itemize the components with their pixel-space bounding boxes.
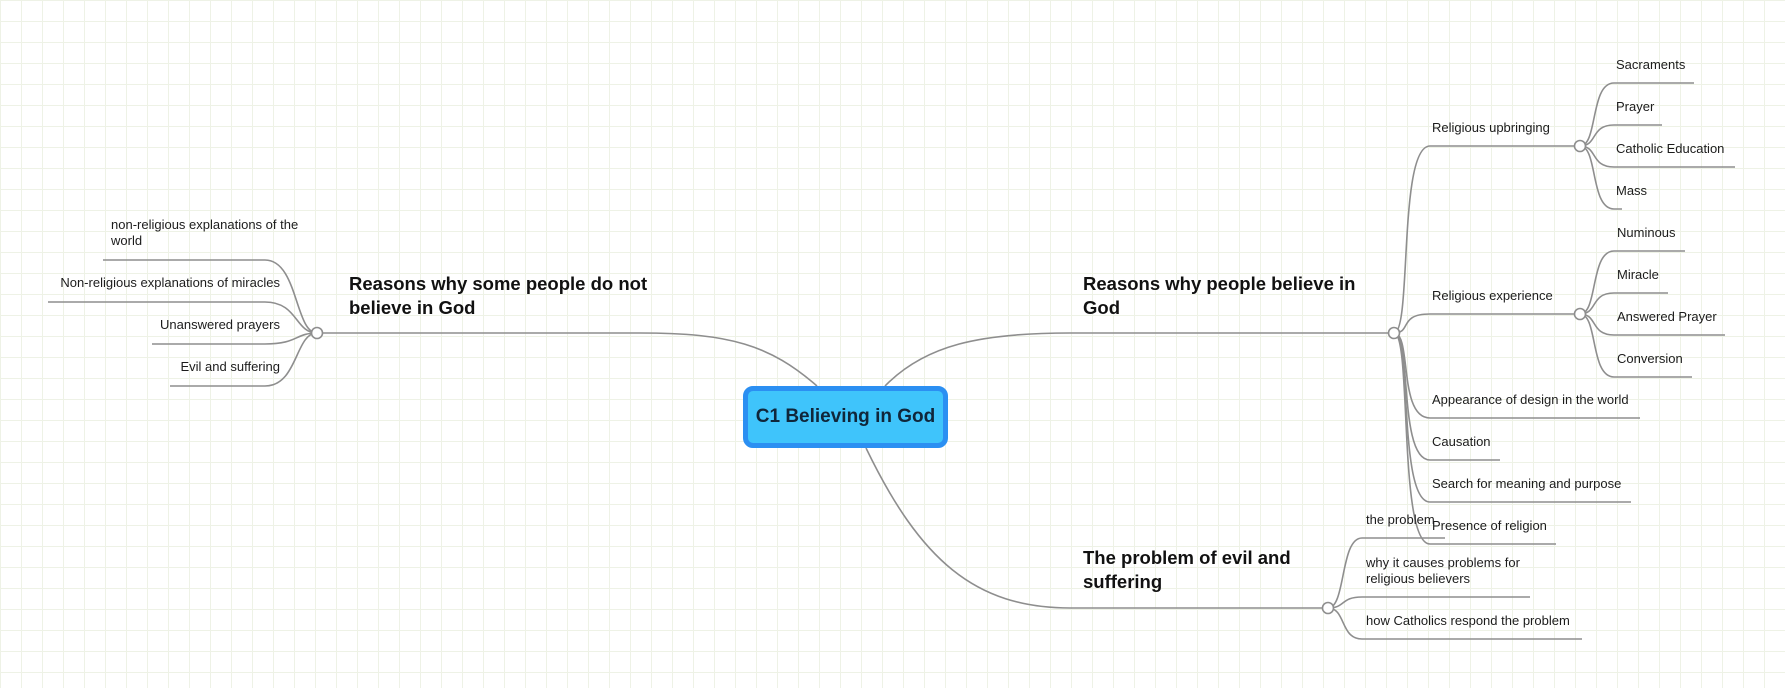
topic-religious-upbringing[interactable]: Religious upbringing: [1432, 120, 1550, 135]
branch-junction-circles: [310, 139, 1587, 615]
topic-non-religious-explanations-world[interactable]: non-religious explanations of the world: [111, 217, 299, 248]
topic-conversion[interactable]: Conversion: [1617, 351, 1683, 366]
topic-answered-prayer[interactable]: Answered Prayer: [1617, 309, 1717, 324]
topic-search-for-meaning[interactable]: Search for meaning and purpose: [1432, 476, 1622, 491]
connector-lines: [48, 82, 1735, 640]
topic-numinous[interactable]: Numinous: [1617, 225, 1676, 240]
topic-religious-experience[interactable]: Religious experience: [1432, 288, 1553, 303]
topic-prayer[interactable]: Prayer: [1616, 99, 1655, 114]
topic-the-problem[interactable]: the problem: [1366, 512, 1435, 527]
topic-catholic-education[interactable]: Catholic Education: [1616, 141, 1725, 156]
topic-why-it-causes-problems[interactable]: why it causes problems for religious bel…: [1366, 555, 1520, 586]
topic-causation[interactable]: Causation: [1432, 434, 1491, 449]
topic-how-catholics-respond[interactable]: how Catholics respond the problem: [1366, 613, 1570, 628]
topic-unanswered-prayers[interactable]: Unanswered prayers: [160, 317, 280, 332]
central-topic[interactable]: C1 Believing in God: [743, 386, 948, 448]
branch-evil-title[interactable]: The problem of evil and suffering: [1083, 547, 1291, 592]
topic-presence-of-religion[interactable]: Presence of religion: [1432, 518, 1547, 533]
central-topic-label: C1 Believing in God: [755, 406, 936, 427]
topic-evil-and-suffering[interactable]: Evil and suffering: [180, 359, 281, 374]
branch-not-believe-title[interactable]: Reasons why some people do not believe i…: [349, 273, 648, 318]
topic-miracle[interactable]: Miracle: [1617, 267, 1659, 282]
branch-believe-title[interactable]: Reasons why people believe in God: [1083, 273, 1356, 318]
topic-mass[interactable]: Mass: [1616, 183, 1648, 198]
topic-non-religious-explanations-miracles[interactable]: Non-religious explanations of miracles: [60, 275, 280, 290]
topic-sacraments[interactable]: Sacraments: [1616, 57, 1686, 72]
topic-appearance-of-design[interactable]: Appearance of design in the world: [1432, 392, 1629, 407]
